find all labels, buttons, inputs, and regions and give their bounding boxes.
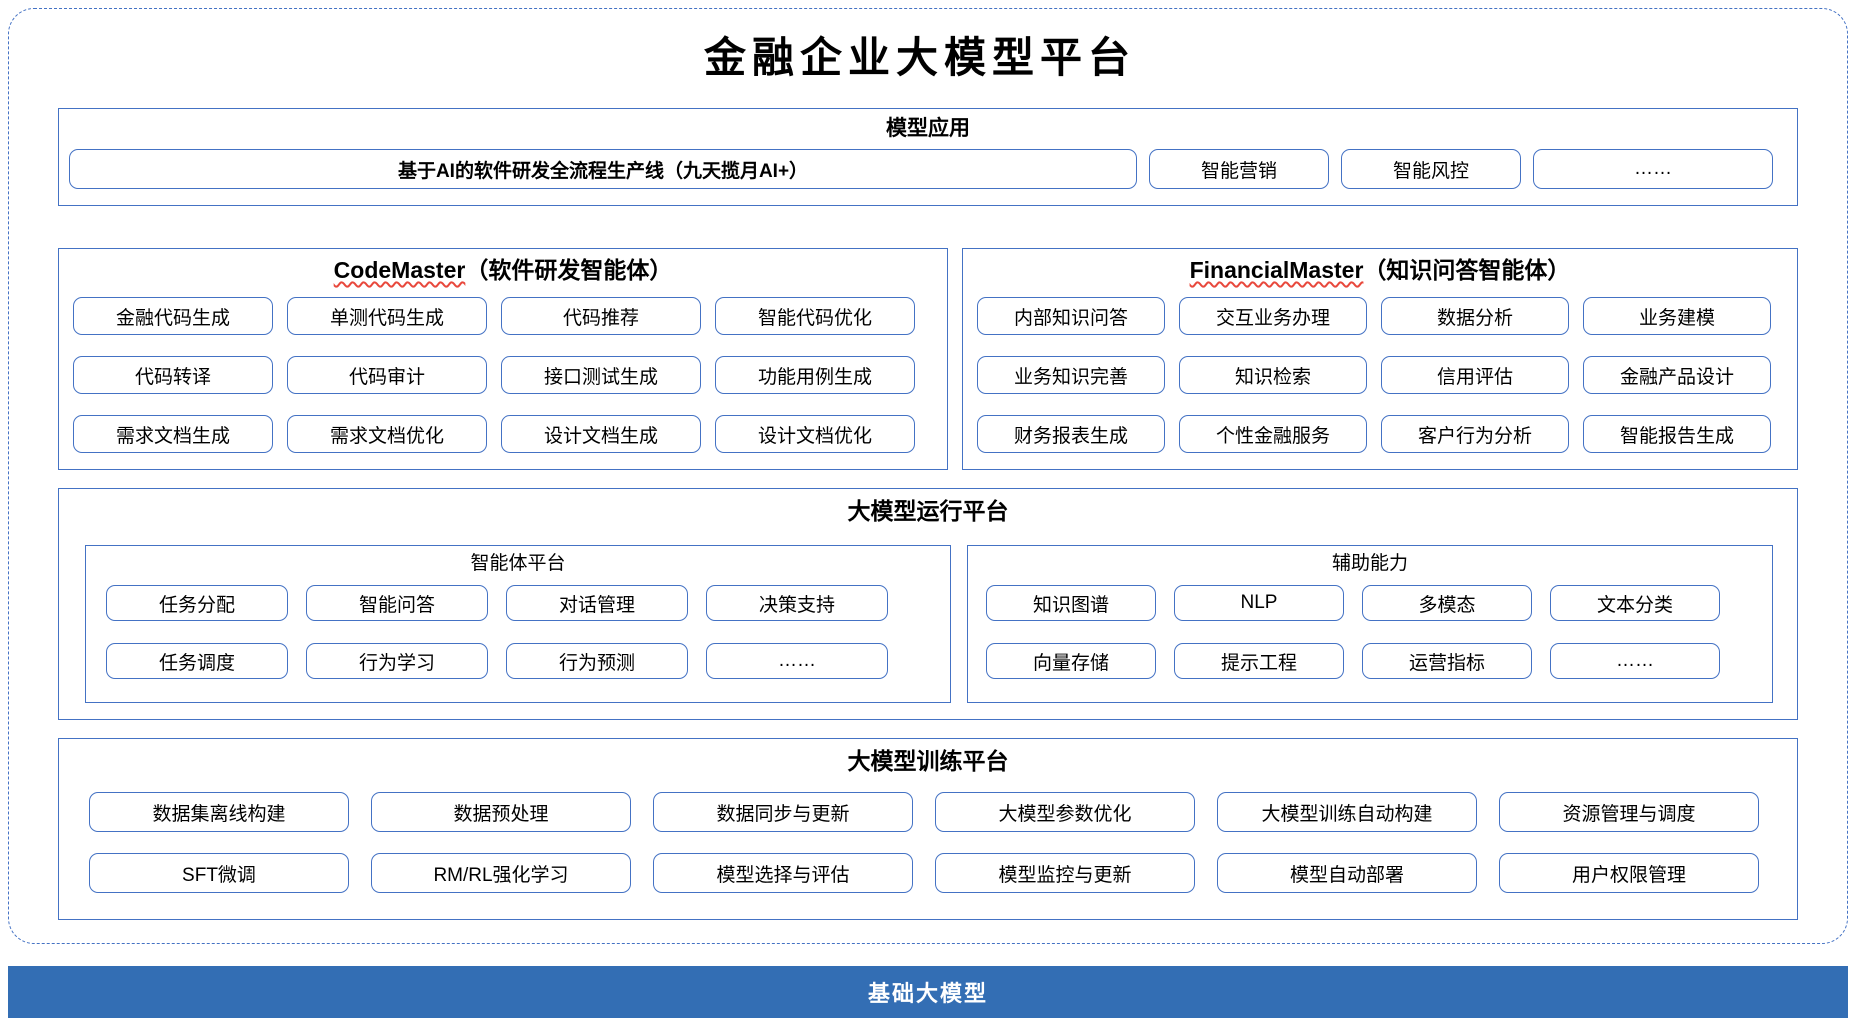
chip-data-preprocess[interactable]: 数据预处理: [371, 792, 631, 832]
section-training-platform: 大模型训练平台 数据集离线构建 数据预处理 数据同步与更新 大模型参数优化 大模…: [58, 738, 1798, 920]
model-application-chip-row: 基于AI的软件研发全流程生产线（九天揽月AI+） 智能营销 智能风控 ……: [69, 149, 1789, 189]
subsection-aux-capability: 辅助能力 知识图谱 NLP 多模态 文本分类 向量存储 提示工程 运营指标 ……: [967, 545, 1773, 703]
training-platform-row-1: 数据集离线构建 数据预处理 数据同步与更新 大模型参数优化 大模型训练自动构建 …: [89, 792, 1759, 832]
section-financial-master: FinancialMaster（知识问答智能体） 内部知识问答 交互业务办理 数…: [962, 248, 1798, 470]
section-code-master-title: CodeMaster（软件研发智能体）: [59, 259, 947, 282]
chip-user-permission-mgmt[interactable]: 用户权限管理: [1499, 853, 1759, 893]
chip-multimodal[interactable]: 多模态: [1362, 585, 1532, 621]
chip-dataset-offline-build[interactable]: 数据集离线构建: [89, 792, 349, 832]
financial-master-row-3: 财务报表生成 个性金融服务 客户行为分析 智能报告生成: [977, 415, 1771, 453]
section-model-application-title: 模型应用: [886, 117, 970, 140]
chip-financial-report-gen[interactable]: 财务报表生成: [977, 415, 1165, 453]
chip-operation-metrics[interactable]: 运营指标: [1362, 643, 1532, 679]
chip-model-monitor-update[interactable]: 模型监控与更新: [935, 853, 1195, 893]
chip-code-audit[interactable]: 代码审计: [287, 356, 487, 394]
code-master-row-2: 代码转译 代码审计 接口测试生成 功能用例生成: [73, 356, 915, 394]
chip-behavior-learning[interactable]: 行为学习: [306, 643, 488, 679]
page-title: 金融企业大模型平台: [703, 36, 1136, 82]
chip-knowledge-retrieval[interactable]: 知识检索: [1179, 356, 1367, 394]
chip-smart-marketing[interactable]: 智能营销: [1149, 149, 1329, 189]
chip-rm-rl-learning[interactable]: RM/RL强化学习: [371, 853, 631, 893]
chip-credit-assessment[interactable]: 信用评估: [1381, 356, 1569, 394]
chip-financial-product-design[interactable]: 金融产品设计: [1583, 356, 1771, 394]
chip-code-recommend[interactable]: 代码推荐: [501, 297, 701, 335]
chip-decision-support[interactable]: 决策支持: [706, 585, 888, 621]
agent-platform-row-2: 任务调度 行为学习 行为预测 ……: [106, 643, 888, 679]
chip-requirement-doc-opt[interactable]: 需求文档优化: [287, 415, 487, 453]
chip-resource-mgmt-scheduling[interactable]: 资源管理与调度: [1499, 792, 1759, 832]
chip-dialogue-management[interactable]: 对话管理: [506, 585, 688, 621]
training-platform-row-2: SFT微调 RM/RL强化学习 模型选择与评估 模型监控与更新 模型自动部署 用…: [89, 853, 1759, 893]
chip-smart-risk-control[interactable]: 智能风控: [1341, 149, 1521, 189]
section-training-platform-title: 大模型训练平台: [847, 748, 1009, 774]
chip-text-classification[interactable]: 文本分类: [1550, 585, 1720, 621]
code-master-suffix: （软件研发智能体）: [465, 257, 673, 283]
chip-task-allocation[interactable]: 任务分配: [106, 585, 288, 621]
chip-feature-case-gen[interactable]: 功能用例生成: [715, 356, 915, 394]
chip-model-auto-deploy[interactable]: 模型自动部署: [1217, 853, 1477, 893]
chip-model-select-eval[interactable]: 模型选择与评估: [653, 853, 913, 893]
chip-agent-more[interactable]: ……: [706, 643, 888, 679]
section-runtime-platform: 大模型运行平台 智能体平台 任务分配 智能问答 对话管理 决策支持 任务调度 行…: [58, 488, 1798, 720]
chip-smart-qa[interactable]: 智能问答: [306, 585, 488, 621]
chip-sft-finetune[interactable]: SFT微调: [89, 853, 349, 893]
chip-code-transpile[interactable]: 代码转译: [73, 356, 273, 394]
chip-app-more[interactable]: ……: [1533, 149, 1773, 189]
aux-capability-row-1: 知识图谱 NLP 多模态 文本分类: [986, 585, 1720, 621]
chip-prompt-engineering[interactable]: 提示工程: [1174, 643, 1344, 679]
aux-capability-row-2: 向量存储 提示工程 运营指标 ……: [986, 643, 1720, 679]
chip-business-modeling[interactable]: 业务建模: [1583, 297, 1771, 335]
chip-training-auto-build[interactable]: 大模型训练自动构建: [1217, 792, 1477, 832]
code-master-row-3: 需求文档生成 需求文档优化 设计文档生成 设计文档优化: [73, 415, 915, 453]
chip-financial-code-gen[interactable]: 金融代码生成: [73, 297, 273, 335]
section-financial-master-title: FinancialMaster（知识问答智能体）: [963, 259, 1797, 282]
chip-nlp[interactable]: NLP: [1174, 585, 1344, 621]
chip-business-knowledge-improve[interactable]: 业务知识完善: [977, 356, 1165, 394]
financial-master-suffix: （知识问答智能体）: [1363, 257, 1571, 283]
chip-personalized-finance-service[interactable]: 个性金融服务: [1179, 415, 1367, 453]
financial-master-row-1: 内部知识问答 交互业务办理 数据分析 业务建模: [977, 297, 1771, 335]
financial-master-name: FinancialMaster: [1189, 257, 1364, 283]
chip-smart-report-gen[interactable]: 智能报告生成: [1583, 415, 1771, 453]
chip-api-test-gen[interactable]: 接口测试生成: [501, 356, 701, 394]
chip-data-analysis[interactable]: 数据分析: [1381, 297, 1569, 335]
subsection-agent-platform: 智能体平台 任务分配 智能问答 对话管理 决策支持 任务调度 行为学习 行为预测…: [85, 545, 951, 703]
chip-knowledge-graph[interactable]: 知识图谱: [986, 585, 1156, 621]
code-master-name: CodeMaster: [333, 257, 466, 283]
agent-platform-row-1: 任务分配 智能问答 对话管理 决策支持: [106, 585, 888, 621]
financial-master-row-2: 业务知识完善 知识检索 信用评估 金融产品设计: [977, 356, 1771, 394]
section-code-master: CodeMaster（软件研发智能体） 金融代码生成 单测代码生成 代码推荐 智…: [58, 248, 948, 470]
chip-requirement-doc-gen[interactable]: 需求文档生成: [73, 415, 273, 453]
chip-design-doc-gen[interactable]: 设计文档生成: [501, 415, 701, 453]
chip-internal-knowledge-qa[interactable]: 内部知识问答: [977, 297, 1165, 335]
base-model-banner: 基础大模型: [8, 966, 1848, 1018]
chip-unit-test-code-gen[interactable]: 单测代码生成: [287, 297, 487, 335]
chip-smart-code-optimize[interactable]: 智能代码优化: [715, 297, 915, 335]
section-model-application: 模型应用 基于AI的软件研发全流程生产线（九天揽月AI+） 智能营销 智能风控 …: [58, 108, 1798, 206]
chip-behavior-prediction[interactable]: 行为预测: [506, 643, 688, 679]
chip-task-scheduling[interactable]: 任务调度: [106, 643, 288, 679]
code-master-row-1: 金融代码生成 单测代码生成 代码推荐 智能代码优化: [73, 297, 915, 335]
chip-aux-more[interactable]: ……: [1550, 643, 1720, 679]
subsection-agent-platform-title: 智能体平台: [470, 553, 566, 574]
chip-data-sync-update[interactable]: 数据同步与更新: [653, 792, 913, 832]
chip-design-doc-opt[interactable]: 设计文档优化: [715, 415, 915, 453]
section-runtime-platform-title: 大模型运行平台: [847, 498, 1009, 524]
chip-model-param-optimize[interactable]: 大模型参数优化: [935, 792, 1195, 832]
chip-interactive-business[interactable]: 交互业务办理: [1179, 297, 1367, 335]
subsection-aux-capability-title: 辅助能力: [1331, 553, 1408, 574]
chip-ai-sdlc-pipeline[interactable]: 基于AI的软件研发全流程生产线（九天揽月AI+）: [69, 149, 1137, 189]
chip-vector-store[interactable]: 向量存储: [986, 643, 1156, 679]
chip-customer-behavior-analysis[interactable]: 客户行为分析: [1381, 415, 1569, 453]
